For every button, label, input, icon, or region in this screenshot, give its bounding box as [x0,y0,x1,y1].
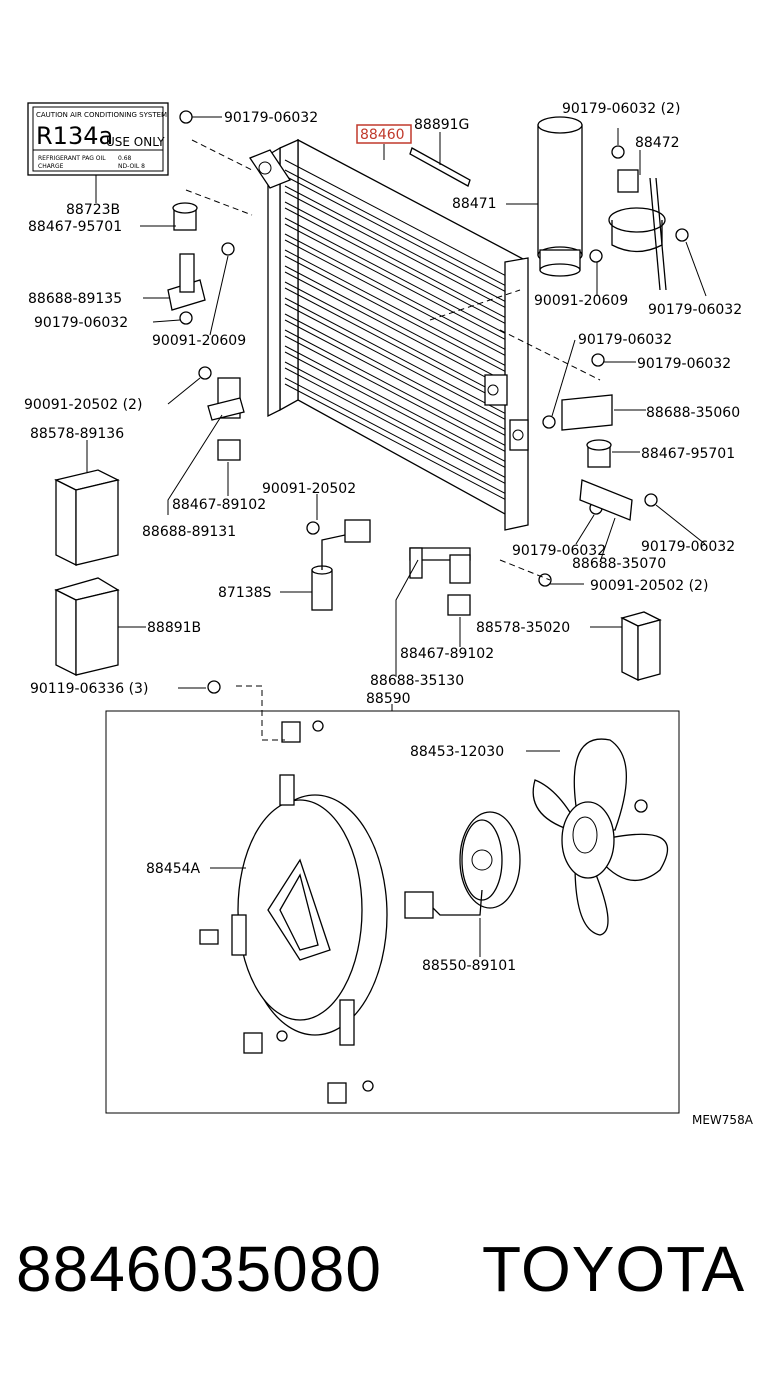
bracket-88688-35060 [561,394,613,431]
caution-sticker: CAUTION AIR CONDITIONING SYSTEM R134a US… [27,102,169,176]
bracket-88688-89131 [207,377,245,421]
label-88454A: 88454A [146,861,201,877]
box-88578-89136 [54,469,120,567]
seal-strip-88891G [409,147,471,187]
box-88891B [54,577,120,677]
label-88467-95701-b: 88467-95701 [641,446,735,462]
label-90091-20502-2a: 90091-20502 (2) [24,397,142,413]
label-90179-06032-d: 90179-06032 [578,332,672,348]
label-88688-89131: 88688-89131 [142,524,236,540]
label-90179-06032-f: 90179-06032 [512,543,606,559]
dryer-bracket [608,169,667,291]
label-90179-06032-g: 90179-06032 [641,539,735,555]
condenser-core [249,138,529,531]
label-88590: 88590 [366,691,411,707]
fan-shroud [231,774,388,1046]
fan-blade [532,738,669,936]
pressure-switch [311,519,371,611]
cushion-left [172,202,198,231]
label-88891B: 88891B [147,620,201,636]
label-88578-89136: 88578-89136 [30,426,124,442]
box-88578-35020 [620,611,662,682]
label-90179-06032-2: 90179-06032 (2) [562,101,680,117]
sticker-val2: ND-OIL 8 [118,163,145,170]
cushion-88467-89102-a [217,439,241,461]
sticker-header: CAUTION AIR CONDITIONING SYSTEM [36,111,167,119]
part-number: 8846035080 [16,1233,382,1305]
cushion-right [586,439,612,468]
cushion-88467-89102-b [447,594,471,616]
label-88550-89101: 88550-89101 [422,958,516,974]
label-90179-06032-c: 90179-06032 [648,302,742,318]
label-90179-06032-e: 90179-06032 [637,356,731,372]
label-90091-20609-b: 90091-20609 [534,293,628,309]
label-90179-06032-b: 90179-06032 [34,315,128,331]
fan-fasteners [199,720,648,1104]
receiver-dryer [537,116,583,277]
sticker-line2: CHARGE [38,163,64,170]
parts-diagram: CAUTION AIR CONDITIONING SYSTEM R134a US… [24,101,754,1127]
bracket-88688-89135 [167,253,206,311]
label-88688-35060: 88688-35060 [646,405,740,421]
label-88472: 88472 [635,135,680,151]
label-88688-89135: 88688-89135 [28,291,122,307]
label-88578-35020: 88578-35020 [476,620,570,636]
label-90119-06336-3: 90119-06336 (3) [30,681,148,697]
label-90091-20609-a: 90091-20609 [152,333,246,349]
label-88688-35070: 88688-35070 [572,556,666,572]
label-90091-20502-2b: 90091-20502 (2) [590,578,708,594]
sticker-use-only: USE ONLY [106,135,165,149]
footer: 8846035080 TOYOTA [0,1232,776,1322]
label-88453-12030: 88453-12030 [410,744,504,760]
diagram-code: MEW758A [692,1113,754,1127]
bracket-88688-35130 [409,547,471,584]
label-88891G: 88891G [414,117,469,133]
label-88471: 88471 [452,196,497,212]
highlight-box [356,124,412,144]
label-88467-95701-a: 88467-95701 [28,219,122,235]
label-88688-35130: 88688-35130 [370,673,464,689]
label-88467-89102-b: 88467-89102 [400,646,494,662]
label-90179-06032-a: 90179-06032 [224,110,318,126]
label-88723B: 88723B [66,202,120,218]
bracket-88688-35070 [579,479,633,521]
label-90091-20502: 90091-20502 [262,481,356,497]
sticker-line1: REFRIGERANT [38,155,80,162]
fan-motor [404,811,521,919]
sticker-main: R134a [36,122,113,150]
sticker-val1: 0.68 [118,155,132,162]
brand-name: TOYOTA [482,1233,746,1305]
label-87138S: 87138S [218,585,272,601]
sticker-line3: PAG OIL [82,155,106,162]
label-88460-highlighted: 88460 [360,127,405,143]
label-88467-89102-a: 88467-89102 [172,497,266,513]
